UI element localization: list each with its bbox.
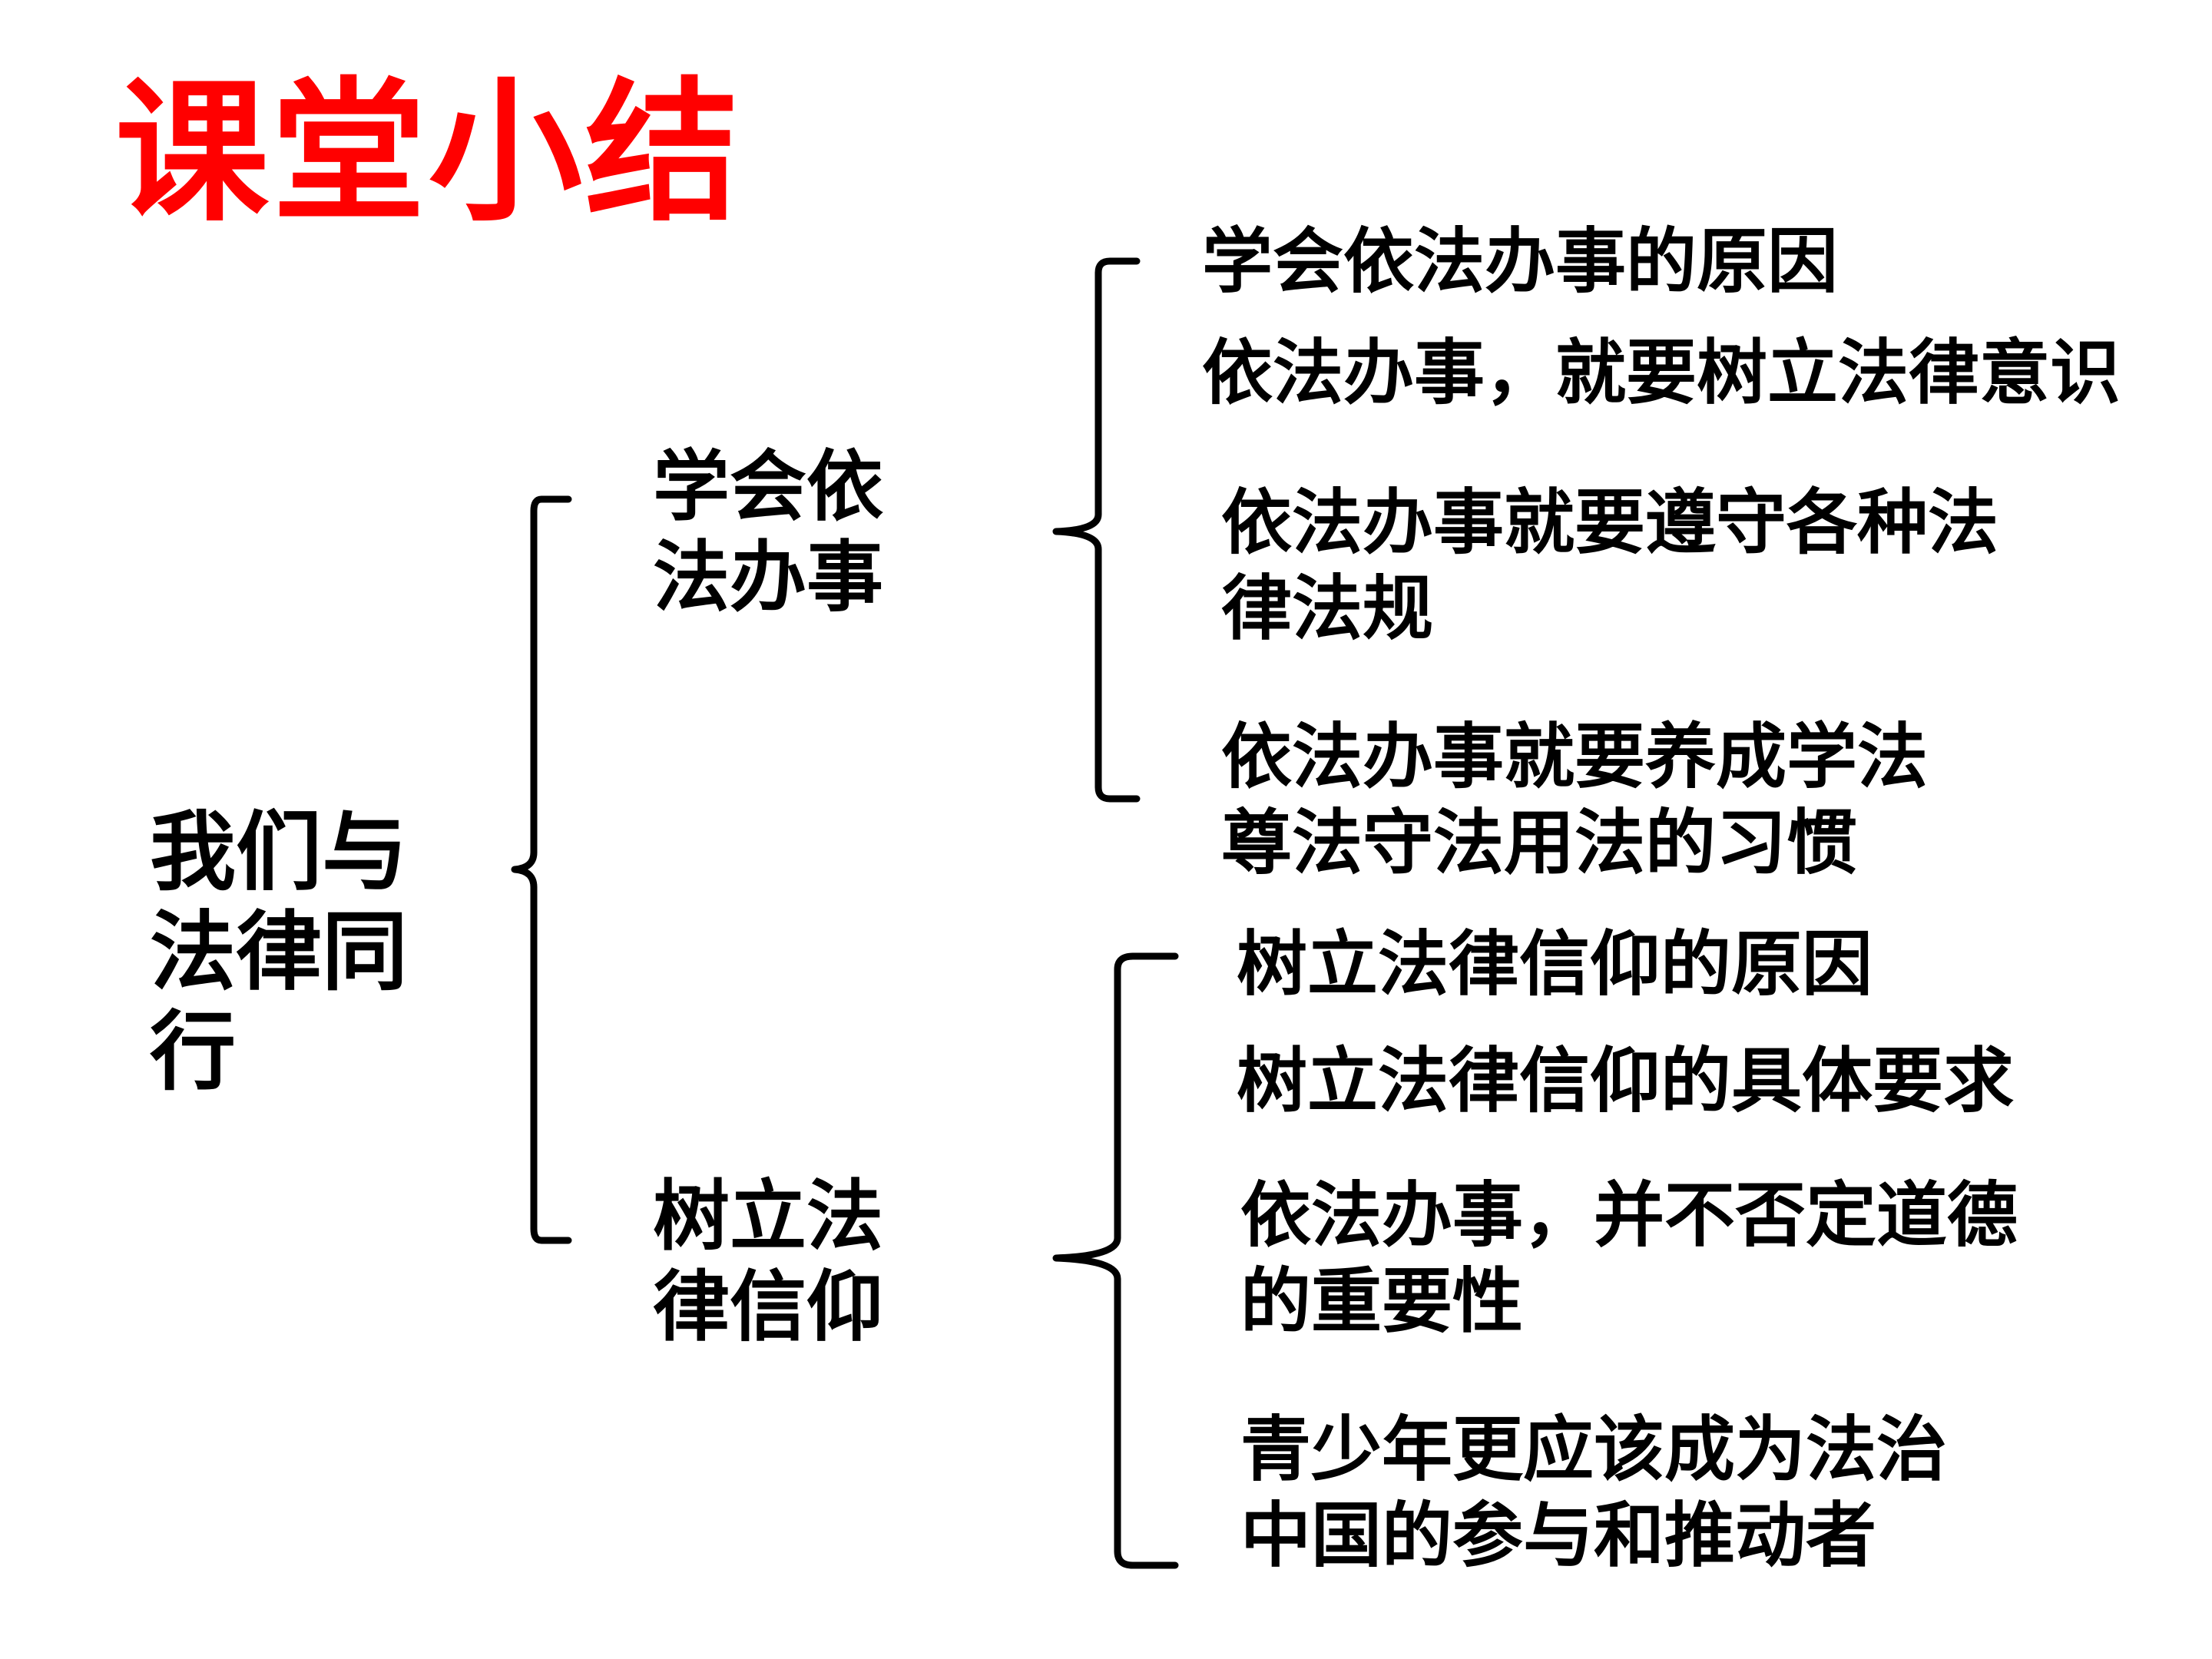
branch-brace-1 xyxy=(1052,257,1141,803)
leaf-line-2: 中国的参与和推动者 xyxy=(1240,1495,1877,1577)
leaf-item: 树立法律信仰的具体要求 xyxy=(1237,1038,2014,1124)
leaf-line-1: 依法办事就要养成学法 xyxy=(1221,716,1929,798)
branch-label-1: 学会依 法办事 xyxy=(653,442,883,623)
root-line-3: 行 xyxy=(150,1002,236,1102)
leaf-item: 依法办事，就要树立法律意识 xyxy=(1202,330,2121,416)
root-line-1: 我们与 xyxy=(150,803,408,902)
root-line-2: 法律同 xyxy=(150,902,408,1002)
leaf-line-2: 尊法守法用法的习惯 xyxy=(1221,802,1858,884)
leaf-item: 青少年更应该成为法治 中国的参与和推动者 xyxy=(1240,1407,1947,1579)
leaf-line-1: 树立法律信仰的具体要求 xyxy=(1237,1040,2015,1122)
leaf-line-2: 的重要性 xyxy=(1240,1260,1524,1343)
leaf-item: 学会依法办事的原因 xyxy=(1202,219,1838,305)
branch-label-2-line-2: 律信仰 xyxy=(653,1262,883,1352)
leaf-line-1: 依法办事，并不否定道德 xyxy=(1240,1174,2018,1257)
root-node: 我们与 法律同 行 xyxy=(150,803,408,1102)
branch-label-1-line-2: 法办事 xyxy=(653,532,883,622)
leaf-line-1: 依法办事就要遵守各种法 xyxy=(1221,482,1999,564)
page-title: 课堂小结 xyxy=(115,64,743,243)
branch-brace-2 xyxy=(1052,952,1179,1569)
leaf-line-1: 学会依法办事的原因 xyxy=(1202,220,1839,303)
branch-label-2-line-1: 树立法 xyxy=(653,1171,883,1261)
leaf-line-1: 青少年更应该成为法治 xyxy=(1240,1409,1948,1491)
leaf-line-1: 依法办事，就要树立法律意识 xyxy=(1202,332,2121,414)
branch-label-2: 树立法 律信仰 xyxy=(653,1171,883,1353)
branch-label-1-line-1: 学会依 xyxy=(653,442,883,531)
leaf-line-2: 律法规 xyxy=(1221,568,1434,650)
leaf-line-1: 树立法律信仰的原因 xyxy=(1237,923,1873,1005)
leaf-item: 依法办事就要遵守各种法 律法规 xyxy=(1221,480,1998,652)
leaf-item: 树立法律信仰的原因 xyxy=(1237,922,1873,1008)
root-brace xyxy=(511,495,572,1244)
leaf-item: 依法办事就要养成学法 尊法守法用法的习惯 xyxy=(1221,714,1928,886)
leaf-item: 依法办事，并不否定道德 的重要性 xyxy=(1240,1173,2018,1345)
